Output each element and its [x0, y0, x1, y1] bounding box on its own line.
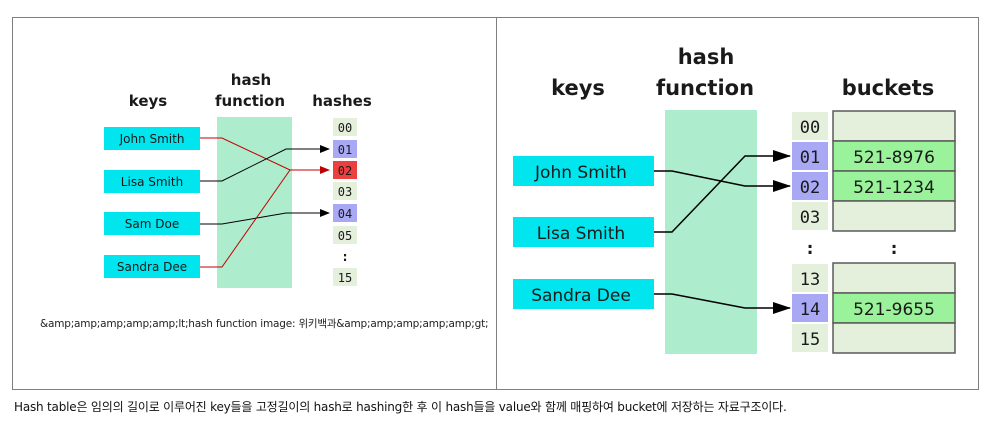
left-hash-cell-00	[333, 118, 357, 136]
left-hash-label: 02	[338, 164, 352, 178]
right-bucket-15	[832, 322, 956, 354]
right-index-label: 15	[800, 330, 820, 350]
right-key-label: Sandra Dee	[531, 286, 631, 306]
right-bucket-00	[832, 110, 956, 142]
right-index-label: 02	[800, 178, 820, 198]
left-key-label: Sandra Dee	[117, 260, 187, 274]
right-key-label: Lisa Smith	[537, 224, 625, 244]
left-diagram: keys hash function hashes John Smith Lis…	[104, 71, 372, 288]
right-arrow-sandra-dee-to-14	[654, 293, 791, 314]
left-hash-label: 01	[338, 143, 352, 157]
left-keys-header: keys	[129, 92, 168, 110]
right-bucket-13	[832, 262, 956, 294]
left-function-header-line1: hash	[231, 71, 271, 89]
right-bucket-value: 521-1234	[853, 178, 935, 198]
left-key-box-sandra-dee	[104, 255, 200, 278]
left-key-box-john-smith	[104, 127, 200, 150]
right-index-cell-13	[792, 264, 828, 292]
right-bucket-01	[832, 140, 956, 172]
left-hash-label: 15	[338, 271, 352, 285]
left-key-box-sam-doe	[104, 212, 200, 235]
left-key-label: Sam Doe	[125, 217, 179, 231]
left-arrow-lisa-smith-to-01	[200, 145, 330, 182]
diagram-frame	[12, 17, 979, 390]
right-index-label: 03	[800, 208, 820, 228]
left-hash-label: 05	[338, 229, 352, 243]
right-index-label: 13	[800, 270, 820, 290]
right-bucket-02	[832, 170, 956, 202]
right-key-label: John Smith	[534, 163, 627, 183]
left-arrow-sam-doe-to-04	[200, 209, 330, 225]
left-hash-label: 04	[338, 207, 352, 221]
right-index-label: 01	[800, 148, 820, 168]
left-hash-cell-15	[333, 268, 357, 286]
left-key-label: Lisa Smith	[121, 175, 183, 189]
right-bucket-value: 521-9655	[853, 300, 935, 320]
right-index-ellipsis: :	[805, 238, 816, 259]
right-index-cell-03	[792, 202, 828, 230]
right-key-box-lisa-smith	[513, 217, 654, 247]
right-hash-function-band	[665, 110, 757, 354]
right-index-cell-02	[792, 172, 828, 200]
left-function-header-line2: function	[215, 92, 285, 110]
image-credit: &amp;amp;amp;amp;amp;lt;hash function im…	[40, 318, 489, 330]
right-bucket-value: 521-8976	[853, 148, 935, 168]
left-hashes-header: hashes	[312, 92, 372, 110]
right-index-cell-01	[792, 142, 828, 170]
left-key-box-lisa-smith	[104, 170, 200, 193]
figure-caption: Hash table은 임의의 길이로 이루어진 key들을 고정길이의 has…	[14, 400, 787, 414]
right-bucket-14	[832, 292, 956, 324]
right-buckets-header: buckets	[842, 76, 935, 100]
left-hash-cell-01	[333, 140, 357, 158]
left-arrow-sandra-dee-to-02	[200, 169, 291, 268]
right-bucket-03	[832, 200, 956, 232]
left-hash-label: 03	[338, 185, 352, 199]
left-hash-cell-05	[333, 226, 357, 244]
panel-divider	[496, 17, 497, 390]
right-arrow-lisa-smith-to-01	[654, 150, 791, 233]
left-hash-cell-04	[333, 204, 357, 222]
right-key-box-john-smith	[513, 156, 654, 186]
right-bucket-ellipsis: :	[889, 238, 900, 259]
right-arrow-john-smith-to-02	[654, 170, 791, 192]
left-arrow-john-smith-to-02	[200, 137, 330, 174]
left-hash-label: 00	[338, 121, 352, 135]
left-hash-cell-02	[333, 161, 357, 179]
right-keys-header: keys	[551, 76, 605, 100]
left-hash-ellipsis: :	[341, 250, 349, 265]
left-hash-cell-03	[333, 182, 357, 200]
left-key-label: John Smith	[119, 132, 185, 146]
right-index-label: 00	[800, 118, 820, 138]
right-key-box-sandra-dee	[513, 279, 654, 309]
right-function-header-line1: hash	[678, 45, 735, 69]
right-index-cell-00	[792, 112, 828, 140]
right-index-cell-14	[792, 294, 828, 322]
right-index-label: 14	[800, 300, 820, 320]
right-index-cell-15	[792, 324, 828, 352]
right-diagram: keys hash function buckets John Smith Li…	[513, 45, 956, 354]
left-hash-function-band	[217, 117, 292, 288]
right-function-header-line2: function	[656, 76, 754, 100]
